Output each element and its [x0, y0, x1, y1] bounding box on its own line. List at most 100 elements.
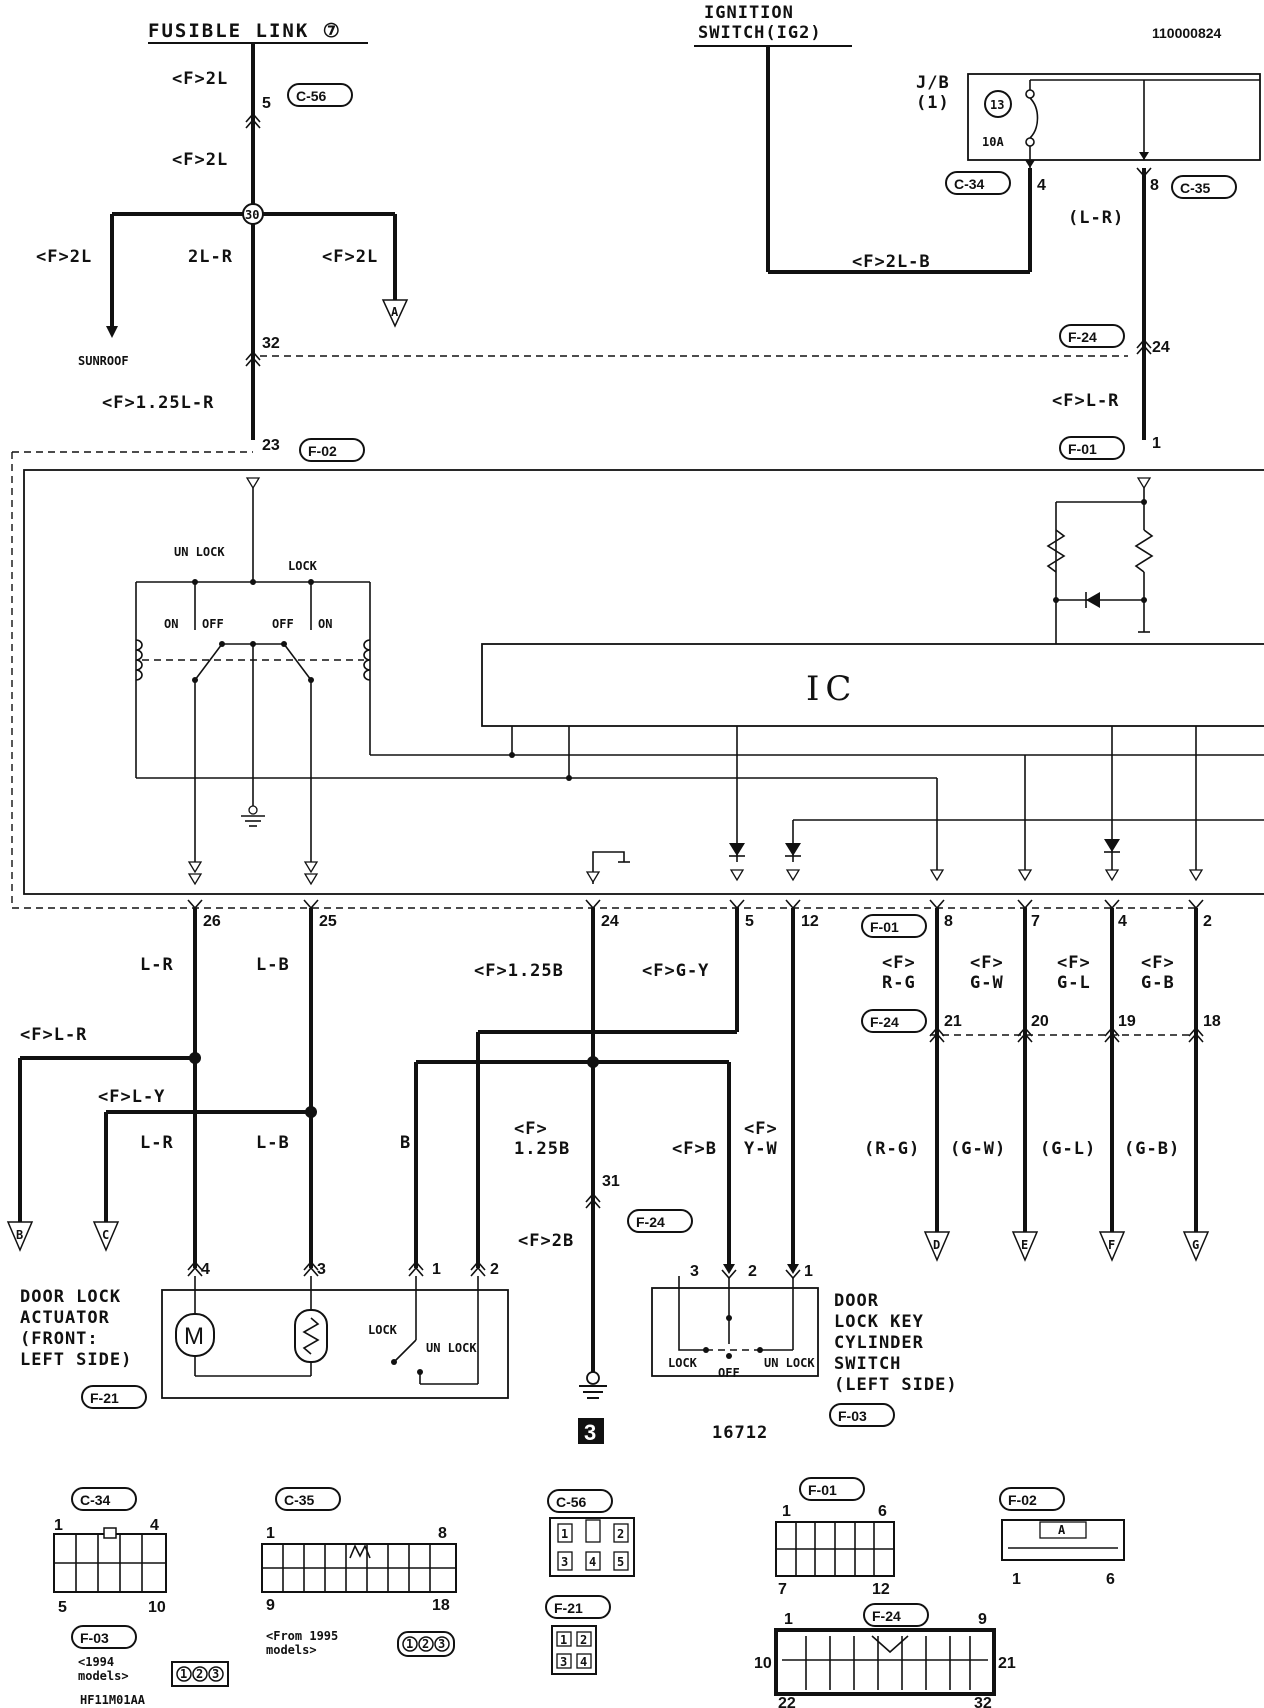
pin-number: 20 [1031, 1013, 1049, 1030]
relay-off-right: OFF [272, 617, 294, 631]
wire-label: <F> [744, 1119, 778, 1139]
pin-number: 32 [262, 335, 280, 352]
svg-text:2: 2 [617, 1527, 624, 1541]
connector-view-f01: F-01 1 6 7 12 [775, 1477, 895, 1598]
pin-number: 18 [1203, 1013, 1221, 1030]
footer-code: HF11M01AA [80, 1693, 146, 1707]
connector-ref-f24-right: F-24 [861, 1009, 927, 1033]
wire-label: <F> [970, 953, 1004, 973]
svg-text:6: 6 [1106, 1571, 1115, 1588]
pin-number: 24 [1152, 339, 1170, 356]
figure-number: 16712 [712, 1423, 768, 1443]
relay-unlock-label: UN LOCK [174, 545, 225, 559]
connector-ref-c35: C-35 [1171, 175, 1237, 199]
key-lock-label: LOCK [668, 1356, 698, 1370]
svg-text:3: 3 [438, 1637, 445, 1651]
key-off-label: OFF [718, 1366, 740, 1380]
connector-ref-f01: F-01 [1059, 436, 1125, 460]
svg-text:1: 1 [406, 1637, 413, 1651]
pin-number: 5 [745, 913, 754, 930]
connector-view-f21: F-21 1 2 3 4 [545, 1595, 611, 1675]
actuator-name: ACTUATOR [20, 1308, 110, 1328]
key-unlock-label: UN LOCK [764, 1356, 815, 1370]
wire-label: <F>2B [518, 1231, 574, 1251]
pin-number: 21 [944, 1013, 962, 1030]
terminal-label: C [102, 1228, 109, 1242]
terminal-label: B [16, 1228, 23, 1242]
svg-text:1: 1 [180, 1667, 187, 1681]
pin-number: 2 [1203, 913, 1212, 930]
svg-text:10: 10 [148, 1599, 166, 1616]
pin-number: 1 [432, 1261, 441, 1278]
wire-label: <F> [1141, 953, 1175, 973]
connector-view-c35: C-35 1 8 9 18 [261, 1487, 457, 1614]
relay-coil-left [135, 639, 143, 681]
wire-label: (R-G) [864, 1139, 920, 1159]
svg-text:18: 18 [432, 1597, 450, 1614]
zener-diode [1086, 592, 1100, 608]
svg-text:21: 21 [998, 1655, 1016, 1672]
connector-view-f03: F-03 <1994 models> 1 2 3 <From 1995 mode… [71, 1625, 455, 1687]
actuator-name: (FRONT: [20, 1329, 99, 1349]
svg-text:F-02: F-02 [308, 443, 337, 459]
relay-coil-right [363, 639, 371, 681]
wire-label: <F>2L [322, 247, 378, 267]
svg-text:3: 3 [561, 1555, 568, 1569]
svg-text:F-01: F-01 [870, 919, 899, 935]
terminal-A [381, 299, 409, 328]
svg-text:9: 9 [978, 1611, 987, 1628]
fusible-link-label: FUSIBLE LINK ⑦ [148, 20, 342, 42]
pin-number: 19 [1118, 1013, 1136, 1030]
wire-label: <F> [1057, 953, 1091, 973]
wire-label: G-L [1057, 973, 1091, 993]
svg-text:22: 22 [778, 1695, 796, 1708]
junction-block [967, 73, 1261, 161]
svg-text:2: 2 [196, 1667, 203, 1681]
connector-mark [245, 356, 261, 367]
wire-label: <F> [882, 953, 916, 973]
svg-text:F-01: F-01 [1068, 441, 1097, 457]
resistor [1046, 529, 1066, 573]
terminal-B [6, 1221, 34, 1252]
pin-number: 8 [944, 913, 953, 930]
terminal-label: D [933, 1238, 940, 1252]
svg-text:1: 1 [1012, 1571, 1021, 1588]
actuator-name: LEFT SIDE) [20, 1350, 132, 1370]
pin-number: 23 [262, 437, 280, 454]
connector-ref-f03: F-03 [829, 1403, 895, 1427]
pin-number: 3 [317, 1261, 326, 1278]
pin-number: 4 [1037, 177, 1046, 194]
diagram-code: 110000824 [1152, 25, 1222, 41]
connector-ref-f24: F-24 [1059, 324, 1125, 348]
wire-label: L-R [140, 1133, 174, 1153]
connector-ref-f21: F-21 [81, 1385, 147, 1409]
connector-ref-c34: C-34 [945, 171, 1011, 195]
fuse-number-circle [984, 90, 1012, 118]
wire-label: 2L-R [188, 247, 233, 267]
pin-number: 4 [201, 1261, 210, 1278]
actuator-lock-label: LOCK [368, 1323, 398, 1337]
pin-number: 7 [1031, 913, 1040, 930]
fuse-element [1029, 97, 1039, 139]
splice-number: 30 [245, 208, 259, 222]
svg-text:6: 6 [878, 1503, 887, 1520]
svg-text:5: 5 [58, 1599, 67, 1616]
svg-text:5: 5 [617, 1555, 624, 1569]
wire-label: Y-W [744, 1139, 778, 1159]
key-switch-name: CYLINDER [834, 1333, 924, 1353]
svg-text:1: 1 [561, 1527, 568, 1541]
wire-label: <F>2L [172, 150, 228, 170]
svg-text:F-03: F-03 [838, 1408, 867, 1424]
terminal-F [1098, 1231, 1126, 1262]
resistor [1134, 529, 1154, 573]
actuator-name: DOOR LOCK [20, 1287, 121, 1307]
wire-label: (G-W) [950, 1139, 1006, 1159]
pin-number: 24 [601, 913, 619, 930]
splice-point [242, 203, 264, 225]
pin-number: 2 [490, 1261, 499, 1278]
wire-label: <F>2L [172, 69, 228, 89]
ignition-label-2: SWITCH(IG2) [698, 23, 822, 43]
motor-label: M [184, 1323, 204, 1350]
svg-text:9: 9 [266, 1597, 275, 1614]
pin-number: 12 [801, 913, 819, 930]
